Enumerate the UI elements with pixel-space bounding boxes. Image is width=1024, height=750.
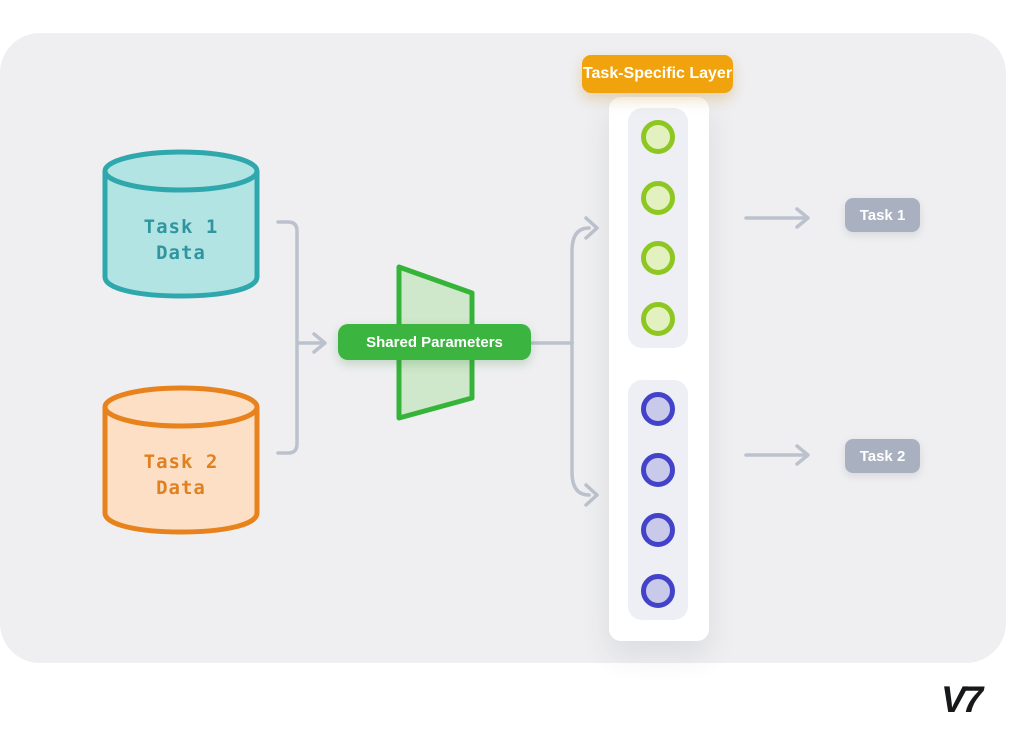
task2-neuron	[641, 573, 675, 608]
task2-data-label-line1: Task 2	[143, 451, 219, 473]
task2-neuron	[641, 513, 675, 548]
task1-data-label-line2: Data	[156, 242, 206, 264]
task1-output-badge: Task 1	[845, 198, 920, 232]
task1-data-label-line1: Task 1	[143, 216, 219, 238]
task2-output-badge: Task 2	[845, 439, 920, 473]
task2-neuron	[641, 392, 675, 426]
task2-neuron-group	[628, 380, 688, 620]
v7-logo: V7	[941, 679, 983, 720]
task1-neuron	[641, 180, 675, 215]
task1-neuron	[641, 301, 675, 336]
task-specific-layer-badge: Task-Specific Layer	[582, 55, 733, 93]
shared-parameters-badge: Shared Parameters	[338, 324, 531, 360]
task1-neuron	[641, 241, 675, 276]
task1-data-label: Task 1 Data	[105, 214, 257, 266]
task1-neuron-group	[628, 108, 688, 348]
task1-neuron	[641, 120, 675, 154]
task2-data-label-line2: Data	[156, 477, 206, 499]
task2-data-label: Task 2 Data	[105, 449, 257, 501]
task-specific-layer-panel	[609, 97, 709, 641]
task2-neuron	[641, 452, 675, 487]
